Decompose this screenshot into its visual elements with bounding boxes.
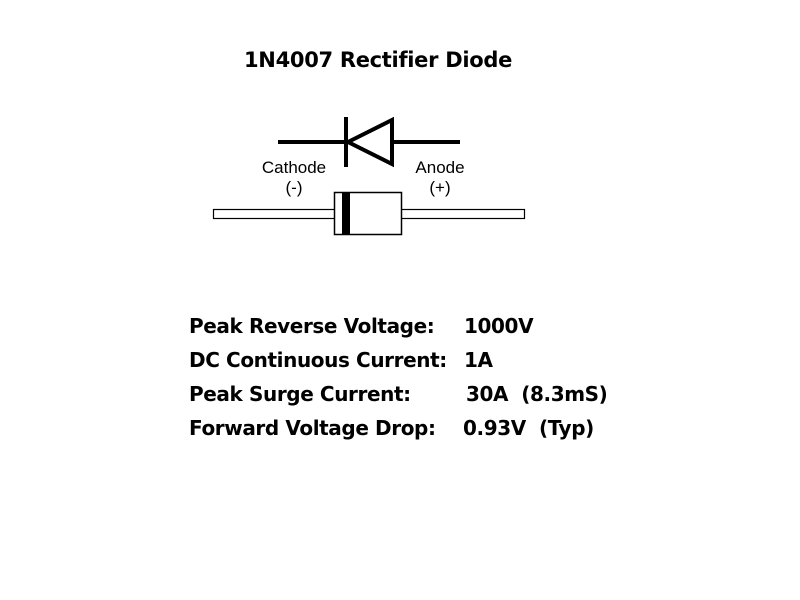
cathode-label: Cathode (-) <box>254 158 334 198</box>
anode-polarity: (+) <box>429 178 451 197</box>
anode-triangle <box>343 116 394 168</box>
cathode-name: Cathode <box>261 158 327 177</box>
page-title: 1N4007 Rectifier Diode <box>244 48 513 72</box>
anode-name: Anode <box>415 158 465 177</box>
spec-value: 1A <box>464 348 493 372</box>
spec-label: Peak Surge Current: <box>189 382 411 406</box>
spec-value: 1000V <box>464 314 534 338</box>
diode-package <box>212 191 526 236</box>
spec-value: 0.93V (Typ) <box>463 416 594 440</box>
spec-label: DC Continuous Current: <box>189 348 447 372</box>
diode-schematic-symbol <box>278 116 460 168</box>
cathode-band <box>342 193 350 234</box>
anode-label: Anode (+) <box>404 158 476 198</box>
spec-label: Peak Reverse Voltage: <box>189 314 435 338</box>
spec-value: 30A (8.3mS) <box>466 382 608 406</box>
spec-label: Forward Voltage Drop: <box>189 416 436 440</box>
cathode-polarity: (-) <box>285 178 303 197</box>
